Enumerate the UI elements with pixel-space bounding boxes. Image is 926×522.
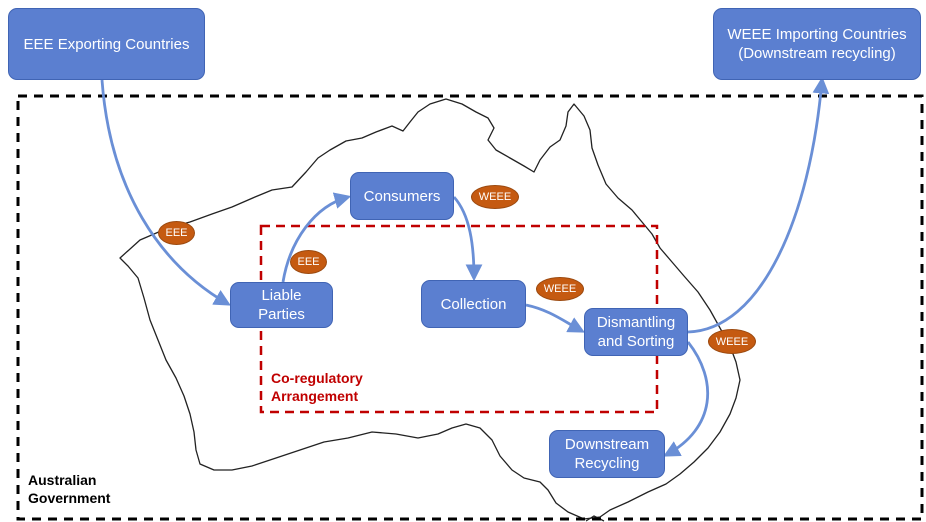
weee-badge-collection: WEEE xyxy=(536,277,584,301)
dismantling-and-sorting-box: Dismantling and Sorting xyxy=(584,308,688,356)
liable-parties-label-line2: Parties xyxy=(258,306,305,323)
eee-badge-liable: EEE xyxy=(290,250,327,274)
eee-exporting-countries-box: EEE Exporting Countries xyxy=(8,8,205,80)
eee-badge-import: EEE xyxy=(158,221,195,245)
weee-badge-export: WEEE xyxy=(708,329,756,354)
weee-badge-consumers: WEEE xyxy=(471,185,519,209)
collection-box: Collection xyxy=(421,280,526,328)
co-regulatory-label-line1: Co-regulatory xyxy=(271,370,363,386)
liable-parties-box: Liable Parties xyxy=(230,282,333,328)
australia-map-outline xyxy=(119,98,741,520)
arrow-exporting-to-liable xyxy=(100,79,231,306)
co-regulatory-label-line2: Arrangement xyxy=(271,388,359,404)
liable-parties-label-line1: Liable xyxy=(261,287,302,304)
consumers-box: Consumers xyxy=(350,172,454,220)
downstream-recycling-label-line2: Recycling xyxy=(574,455,640,472)
collection-label: Collection xyxy=(440,295,507,313)
co-regulatory-arrangement-label: Co-regulatory Arrangement xyxy=(271,369,363,405)
arrow-collection-to-dismantling xyxy=(525,303,585,333)
dismantling-label-line1: Dismantling xyxy=(596,314,676,331)
arrow-consumers-to-collection xyxy=(452,196,483,282)
arrow-dismantling-to-importing xyxy=(687,76,830,334)
weee-importing-countries-label: WEEE Importing Countries xyxy=(727,26,907,43)
downstream-recycling-box: Downstream Recycling xyxy=(549,430,665,478)
australian-government-label-line2: Government xyxy=(28,490,111,506)
consumers-label: Consumers xyxy=(363,187,441,205)
weee-importing-countries-box: WEEE Importing Countries (Downstream rec… xyxy=(713,8,921,80)
dismantling-label-line2: and Sorting xyxy=(597,333,675,350)
weee-importing-countries-sublabel: (Downstream recycling) xyxy=(738,45,896,62)
arrow-liable-to-consumers xyxy=(281,192,352,283)
australian-government-label: Australian Government xyxy=(28,471,110,507)
downstream-recycling-label-line1: Downstream xyxy=(564,436,650,453)
australian-government-label-line1: Australian xyxy=(28,472,97,488)
arrow-dismantling-to-downstream xyxy=(663,341,709,457)
australian-government-boundary xyxy=(16,94,924,521)
eee-exporting-countries-label: EEE Exporting Countries xyxy=(23,35,190,53)
